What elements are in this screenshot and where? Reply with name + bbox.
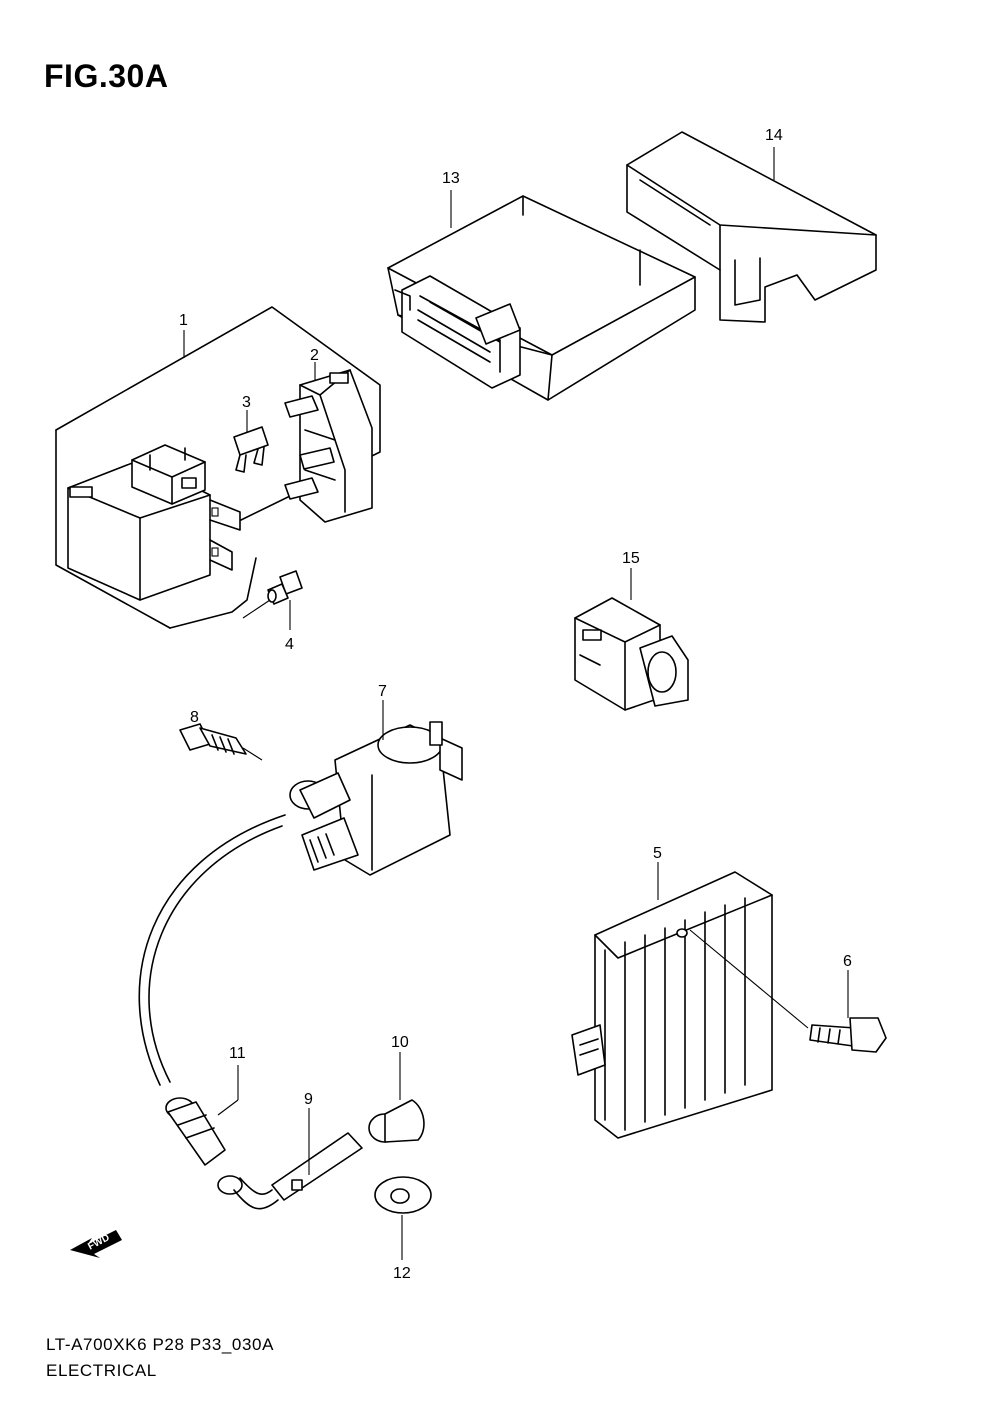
callout-label: 7 — [378, 683, 387, 700]
callout-label: 13 — [442, 170, 460, 187]
high-tension-lead — [138, 814, 286, 1086]
spark-plug-cap — [165, 1097, 226, 1166]
callout-1: 1 — [179, 312, 188, 358]
callout-label: 2 — [310, 347, 319, 364]
callout-15: 15 — [622, 550, 640, 600]
callout-12: 12 — [393, 1215, 411, 1282]
section-name: ELECTRICAL — [46, 1361, 157, 1380]
callout-6: 6 — [843, 953, 852, 1018]
callout-9: 9 — [304, 1091, 313, 1175]
sleeve — [368, 1099, 425, 1143]
callout-label: 4 — [285, 636, 294, 653]
ignition-coil — [289, 721, 463, 876]
callout-2: 2 — [310, 347, 319, 380]
ecm-unit — [387, 195, 696, 401]
fwd-arrow-icon: FWD — [70, 1230, 122, 1258]
callout-label: 6 — [843, 953, 852, 970]
callout-4: 4 — [285, 600, 294, 653]
plug-elbow — [217, 1132, 363, 1210]
leader-lines — [242, 599, 809, 1029]
callout-13: 13 — [442, 170, 460, 228]
callout-label: 12 — [393, 1265, 411, 1282]
callout-3: 3 — [242, 394, 251, 432]
callout-label: 3 — [242, 394, 251, 411]
callout-label: 1 — [179, 312, 188, 329]
callout-label: 5 — [653, 845, 662, 862]
callout-label: 10 — [391, 1034, 409, 1051]
relay-connector — [574, 597, 689, 711]
callout-label: 15 — [622, 550, 640, 567]
callout-5: 5 — [653, 845, 662, 900]
callout-10: 10 — [391, 1034, 409, 1100]
model-code: LT-A700XK6 P28 P33_030A — [46, 1335, 275, 1354]
coil-bolt — [179, 723, 247, 755]
callout-14: 14 — [765, 127, 783, 180]
figure-title: FIG.30A — [44, 58, 169, 94]
callout-11: 11 — [217, 1045, 246, 1116]
callout-label: 14 — [765, 127, 783, 144]
blade-fuse — [233, 426, 269, 473]
small-screw — [267, 570, 303, 605]
washer — [374, 1176, 432, 1214]
ecm-cover — [626, 131, 877, 323]
callout-8: 8 — [190, 709, 199, 726]
callout-7: 7 — [378, 683, 387, 740]
callout-label: 11 — [229, 1045, 246, 1062]
relay-block — [67, 444, 241, 601]
callout-label: 9 — [304, 1091, 313, 1108]
callout-label: 8 — [190, 709, 199, 726]
regulator-bolt — [809, 1017, 887, 1053]
regulator-rectifier — [571, 871, 773, 1139]
fuse-holder — [284, 369, 373, 523]
